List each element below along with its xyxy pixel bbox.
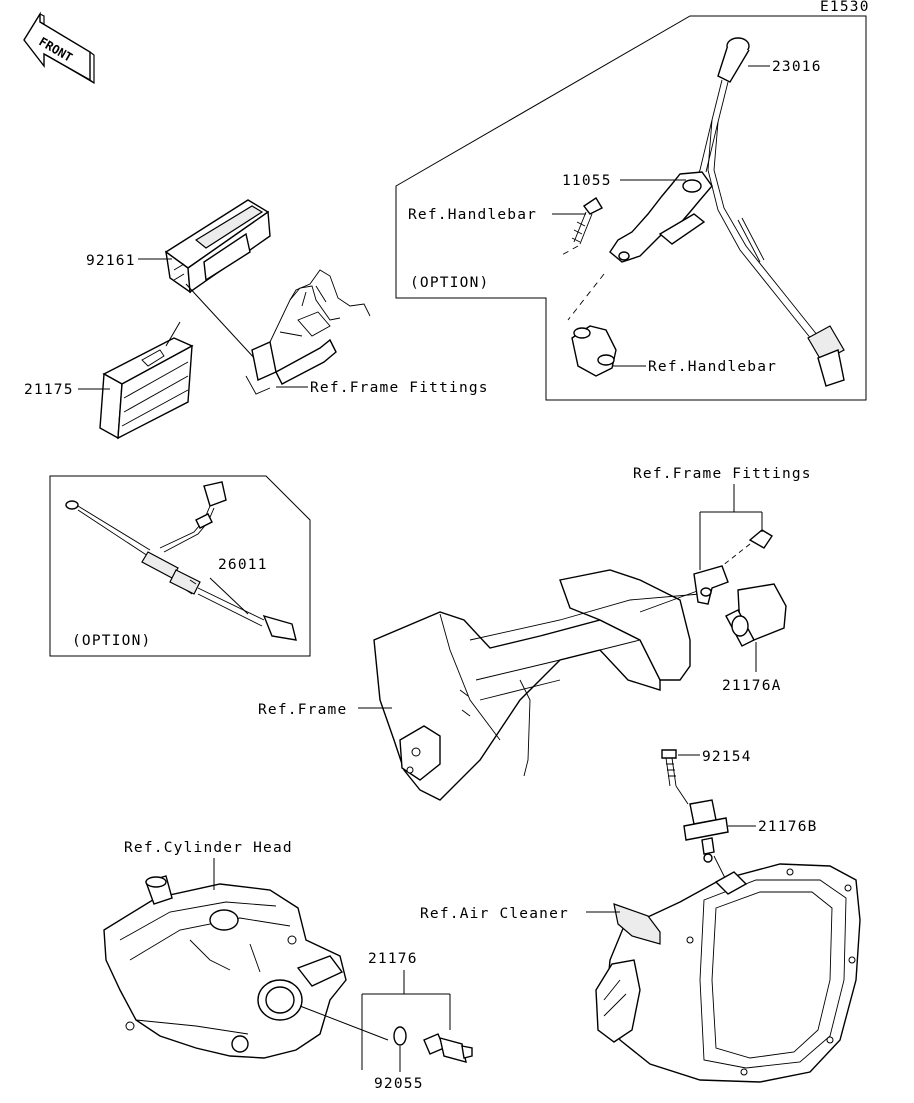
label-23016: 23016 (772, 59, 822, 75)
washer-92055 (393, 1026, 407, 1046)
bolt-92154 (661, 749, 677, 787)
label-ref-air-cleaner: Ref.Air Cleaner (420, 906, 569, 922)
label-26011: 26011 (218, 557, 268, 573)
label-ref-frame: Ref.Frame (258, 702, 347, 718)
label-21176: 21176 (368, 951, 418, 967)
label-option-1: (OPTION) (410, 275, 489, 291)
air-cleaner (595, 863, 861, 1083)
sensor-21176A (693, 529, 787, 647)
label-21176B: 21176B (758, 819, 818, 835)
label-ref-handlebar-1: Ref.Handlebar (408, 207, 537, 223)
label-21175: 21175 (24, 382, 74, 398)
frame (373, 569, 701, 801)
switch-23016 (689, 37, 845, 387)
label-92161: 92161 (86, 253, 136, 269)
cylinder-head (103, 875, 347, 1059)
label-ref-frame-fittings-1: Ref.Frame Fittings (310, 380, 489, 396)
frame-fitting-bracket (245, 269, 371, 395)
label-21176A: 21176A (722, 678, 782, 694)
option-box-harness (49, 475, 311, 657)
label-ref-handlebar-2: Ref.Handlebar (648, 359, 777, 375)
label-92055: 92055 (374, 1076, 424, 1092)
front-arrow-icon: FRONT (23, 11, 95, 85)
ecu-21175 (99, 337, 194, 440)
harness-26011 (65, 481, 297, 641)
ecu-92161 (164, 199, 271, 294)
label-11055: 11055 (562, 173, 612, 189)
option-box-handlebar (395, 15, 867, 401)
handlebar-clamp (571, 325, 617, 377)
label-option-2: (OPTION) (72, 633, 151, 649)
label-ref-cylinder-head: Ref.Cylinder Head (124, 840, 293, 856)
diagram-code: E1530 (820, 0, 870, 15)
sensor-21176 (423, 1033, 473, 1063)
bracket-11055 (609, 171, 713, 263)
handlebar-bolt (571, 197, 603, 245)
label-92154: 92154 (702, 749, 752, 765)
label-ref-frame-fittings-2: Ref.Frame Fittings (633, 466, 812, 482)
sensor-21176B (683, 799, 729, 863)
